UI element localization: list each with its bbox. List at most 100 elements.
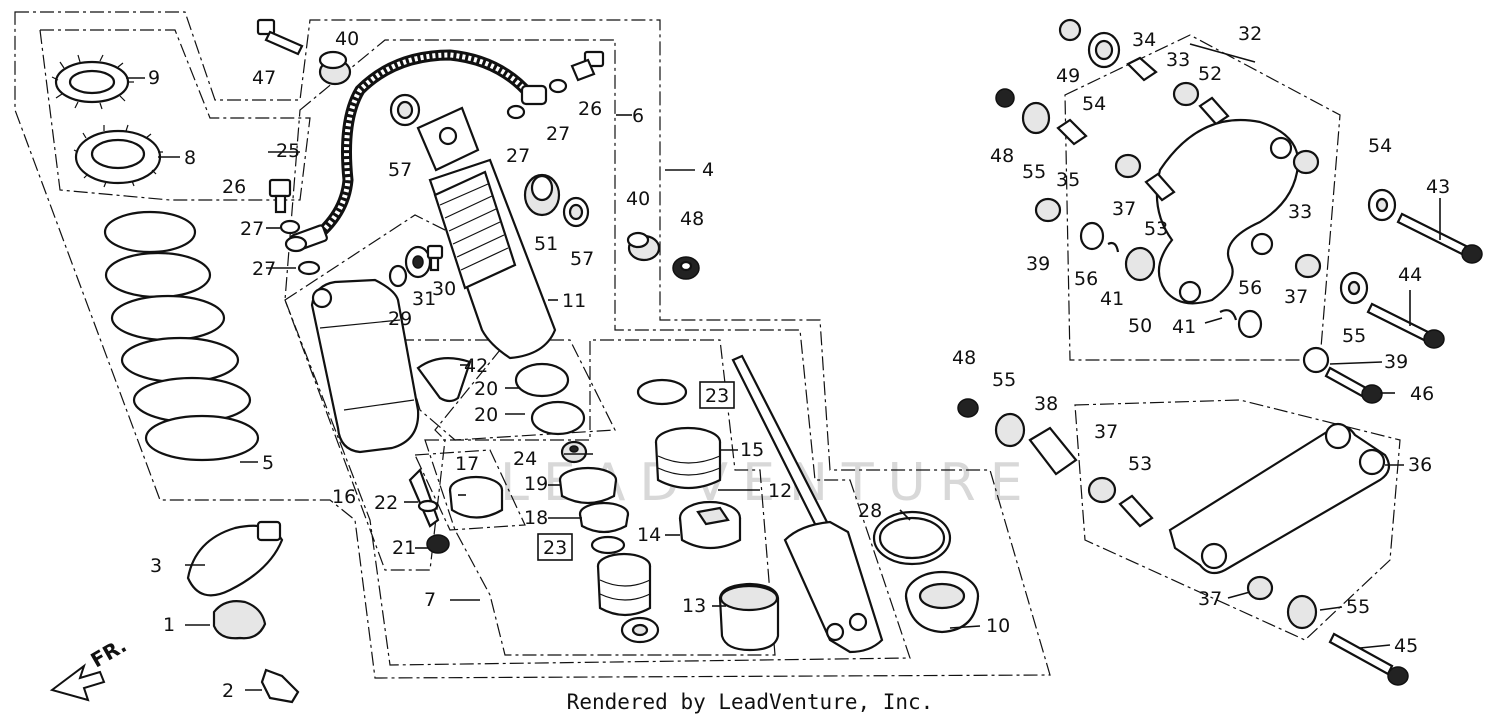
label-44: 44	[1398, 264, 1422, 286]
label-3: 3	[150, 555, 162, 577]
label-1: 1	[163, 614, 175, 636]
part-55-bushing-lower	[994, 412, 1026, 448]
label-46: 46	[1410, 383, 1434, 405]
label-19: 19	[524, 473, 548, 495]
label-48-lower: 48	[952, 347, 976, 369]
label-21: 21	[392, 537, 416, 559]
part-21-nut	[426, 534, 450, 554]
part-37-bearing-d	[1246, 575, 1274, 601]
label-43: 43	[1426, 176, 1450, 198]
part-55-bushing-bottom	[1286, 594, 1318, 630]
label-51: 51	[534, 233, 558, 255]
label-17: 17	[455, 453, 479, 475]
label-11: 11	[562, 290, 586, 312]
label-37-d: 37	[1198, 588, 1222, 610]
label-6: 6	[632, 105, 644, 127]
label-55-bottom: 55	[1346, 596, 1370, 618]
label-57-lower: 57	[570, 248, 594, 270]
label-14: 14	[637, 524, 661, 546]
label-50: 50	[1128, 315, 1152, 337]
label-54-top: 54	[1082, 93, 1106, 115]
label-53-a: 53	[1144, 218, 1168, 240]
label-27-d: 27	[546, 123, 570, 145]
part-48-nut-right	[995, 88, 1015, 108]
label-37-c: 37	[1094, 421, 1118, 443]
part-18-ring	[578, 501, 630, 534]
part-56-seal-a	[1079, 221, 1105, 251]
part-40-bushing-top	[318, 50, 352, 86]
part-39-bushing-a	[1034, 197, 1062, 223]
label-23-lower-box	[537, 533, 573, 561]
label-13: 13	[682, 595, 706, 617]
label-15: 15	[740, 439, 764, 461]
label-12: 12	[768, 480, 792, 502]
part-42-cover	[416, 357, 472, 403]
front-direction-label: FR.	[87, 633, 131, 672]
label-31: 31	[412, 288, 436, 310]
part-20-clips	[514, 362, 586, 436]
part-5-spring	[103, 210, 260, 462]
label-27-c: 27	[506, 145, 530, 167]
part-37-bearing-c	[1087, 476, 1117, 504]
label-10: 10	[986, 615, 1010, 637]
part-16-reservoir	[310, 278, 420, 454]
part-54-washer-right	[1367, 188, 1397, 222]
part-48-nut-mid	[672, 256, 700, 280]
part-48-nut-lower	[957, 398, 979, 418]
part-23-ring-lower	[590, 535, 626, 555]
part-31-cap	[404, 245, 432, 279]
label-39-b: 39	[1384, 351, 1408, 373]
label-56-b: 56	[1238, 277, 1262, 299]
label-25: 25	[276, 140, 300, 162]
part-11-damper-body	[416, 106, 557, 360]
part-23-ring-upper	[636, 378, 688, 406]
part-26-bolt-right	[570, 50, 605, 82]
part-37-bearing-a	[1114, 153, 1142, 179]
label-23-upper-box	[699, 381, 735, 409]
label-27-a: 27	[240, 218, 264, 240]
part-57-washer-upper	[389, 93, 421, 127]
label-48-mid: 48	[680, 208, 704, 230]
label-39-a: 39	[1026, 253, 1050, 275]
part-17-seal	[448, 475, 504, 519]
part-49-collar	[1058, 18, 1082, 42]
label-35: 35	[1056, 169, 1080, 191]
part-44-bolt	[1366, 302, 1445, 349]
part-14-guide	[678, 500, 742, 550]
part-34-collar	[1126, 56, 1158, 82]
label-20-a: 20	[474, 378, 498, 400]
part-56-seal-b	[1237, 309, 1263, 339]
label-54-right: 54	[1368, 135, 1392, 157]
part-10-seat	[904, 570, 980, 634]
part-53-collar-a	[1144, 172, 1176, 202]
part-29-o-ring	[388, 264, 408, 288]
label-33-b: 33	[1288, 201, 1312, 223]
label-16: 16	[332, 486, 356, 508]
part-28-ring	[872, 510, 952, 566]
label-27-b: 27	[252, 258, 276, 280]
label-56-a: 56	[1074, 268, 1098, 290]
label-55-lower: 55	[992, 369, 1016, 391]
label-7: 7	[424, 589, 436, 611]
label-34: 34	[1132, 29, 1156, 51]
label-33-a: 33	[1166, 49, 1190, 71]
part-3-band	[186, 520, 284, 597]
part-41-clip-a	[1107, 241, 1120, 253]
part-43-bolt	[1396, 212, 1483, 264]
label-37-b: 37	[1284, 286, 1308, 308]
part-1-pad	[212, 600, 267, 640]
part-39-bushing-b	[1302, 346, 1330, 374]
part-55-bushing-right	[1021, 101, 1051, 135]
label-5: 5	[262, 452, 274, 474]
part-30-screw	[426, 244, 444, 272]
label-8: 8	[184, 147, 196, 169]
part-47-bolt	[256, 18, 304, 56]
label-47: 47	[252, 67, 276, 89]
label-40-top: 40	[335, 28, 359, 50]
label-23-lower: 23	[543, 537, 567, 559]
part-15-bump-stop	[654, 426, 722, 490]
label-37-a: 37	[1112, 198, 1136, 220]
label-22: 22	[374, 492, 398, 514]
label-4: 4	[702, 159, 714, 181]
leader-lines	[126, 43, 1441, 691]
